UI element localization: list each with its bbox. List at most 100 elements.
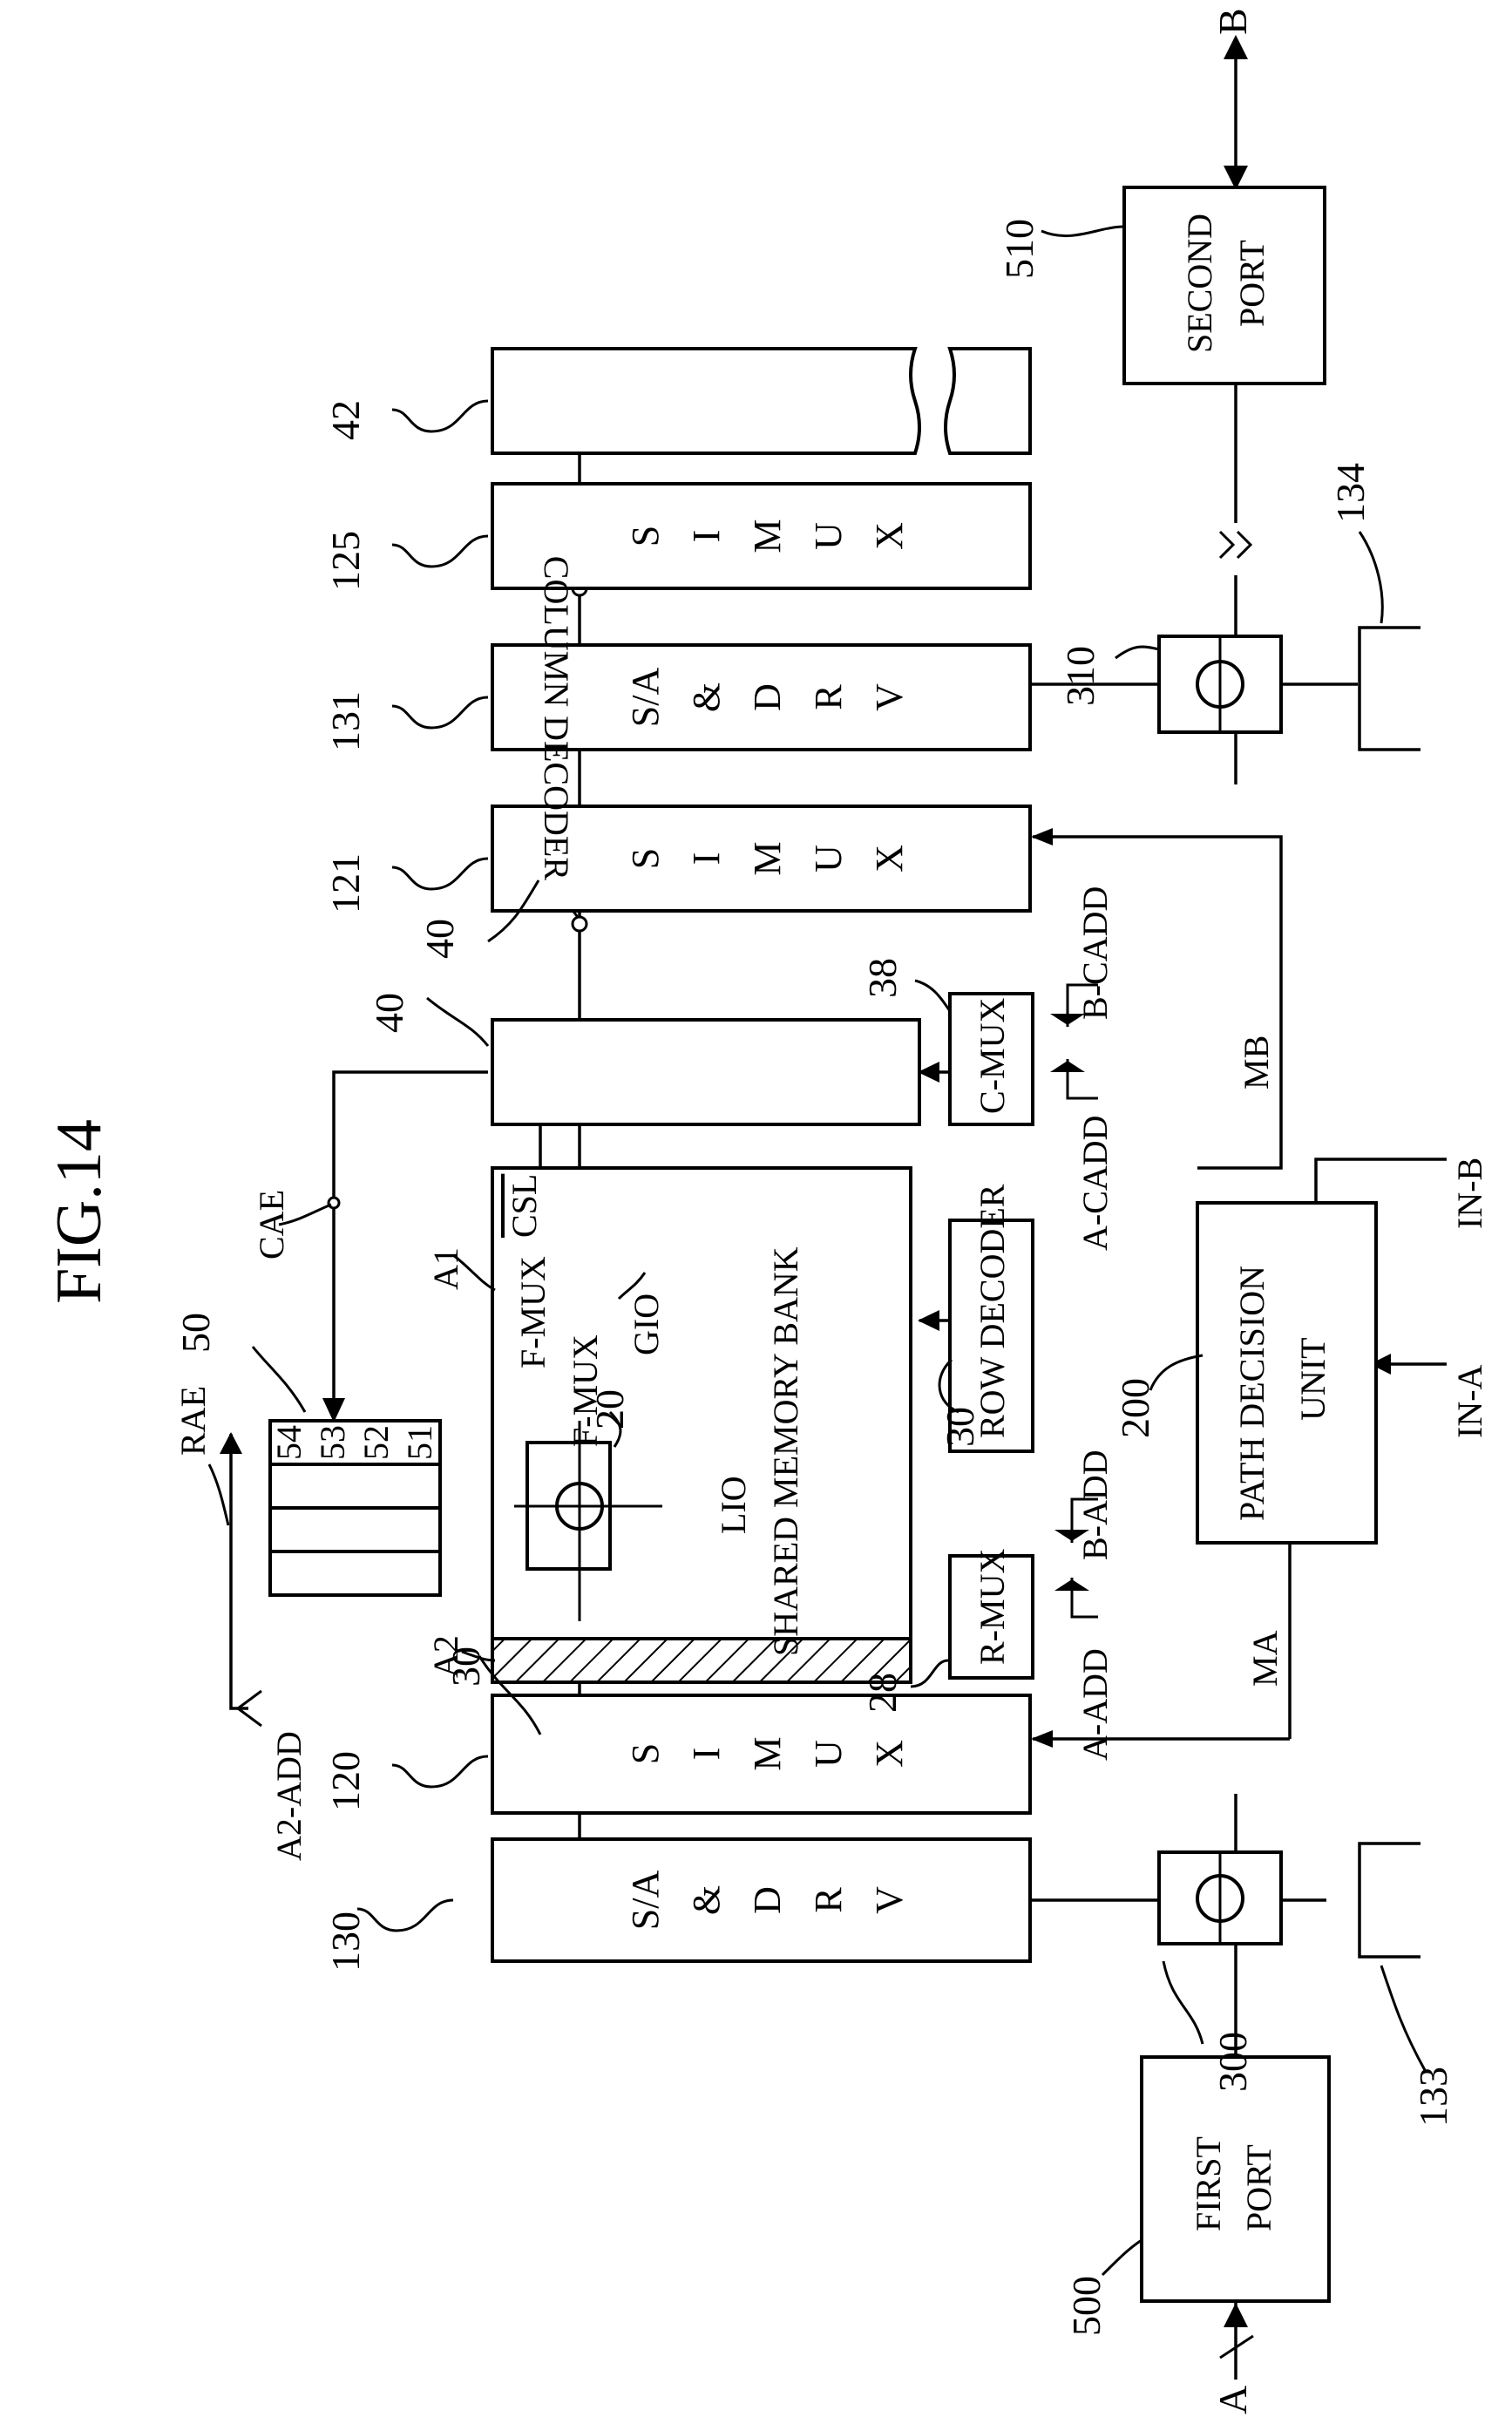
ref-40-b: 40 [417, 919, 462, 959]
svg-text:U: U [807, 845, 850, 873]
svg-text:M: M [746, 1736, 789, 1770]
rowdec-to-bank-arrow [918, 1310, 939, 1331]
bank-csl: CSL [505, 1174, 544, 1238]
leader-131 [392, 697, 488, 728]
shared-memory-bank [492, 1168, 911, 1682]
rae-wire [231, 1434, 248, 1708]
r-mux-label: R-MUX [973, 1549, 1012, 1665]
label-a1: A1 [426, 1247, 465, 1290]
a-add-arrow [1054, 1579, 1089, 1591]
ref-133: 133 [1411, 2067, 1455, 2127]
label-a2-add: A2-ADD [269, 1731, 309, 1861]
return-bracket-133 [1359, 1843, 1420, 1957]
register-cell-54: 54 [269, 1425, 309, 1460]
bus-b-arrow-up [1224, 35, 1248, 59]
column-decoder [492, 1020, 919, 1124]
cae-wire [334, 1072, 488, 1412]
leader-510 [1041, 227, 1124, 236]
bank-fmux-a: F-MUX [513, 1256, 553, 1368]
cae-arrow [322, 1398, 345, 1422]
cae-node [329, 1198, 339, 1208]
label-port-a: A [1210, 2386, 1255, 2414]
label-in-b: IN-B [1450, 1158, 1489, 1229]
label-b-cadd: B-CADD [1075, 886, 1115, 1020]
svg-text:M: M [746, 841, 789, 875]
svg-text:S: S [624, 526, 667, 547]
label-cae: CAE [252, 1190, 291, 1260]
svg-text:U: U [807, 522, 850, 550]
label-ma: MA [1245, 1630, 1285, 1687]
ref-125: 125 [323, 531, 368, 591]
first-port-label-1: FIRST [1189, 2136, 1228, 2231]
leader-42 [392, 401, 488, 431]
leader-38 [915, 981, 950, 1011]
block-42 [492, 349, 919, 453]
svg-text:S/A: S/A [624, 668, 667, 728]
svg-text:D: D [746, 1886, 789, 1914]
hatched-area-a2 [492, 1639, 911, 1682]
svg-text:S: S [624, 848, 667, 869]
leader-40a [427, 998, 488, 1046]
svg-text:V: V [868, 1886, 911, 1914]
bank-fmux-b: F-MUX [566, 1334, 605, 1447]
ref-134: 134 [1328, 463, 1373, 523]
c-mux-label: C-MUX [973, 998, 1012, 1114]
second-port-label-2: PORT [1232, 240, 1271, 327]
svg-text:R: R [807, 684, 850, 710]
leader-rae [209, 1464, 228, 1525]
ref-120: 120 [323, 1751, 368, 1811]
second-port-label-1: SECOND [1180, 214, 1219, 353]
first-port-label-2: PORT [1239, 2144, 1278, 2231]
ref-510: 510 [997, 219, 1041, 279]
label-b-add: B-ADD [1075, 1450, 1115, 1560]
label-a2: A2 [426, 1635, 465, 1678]
figure-title: FIG.14 [44, 1119, 115, 1304]
leader-310 [1115, 647, 1159, 658]
path-decision-label-1: PATH DECISION [1232, 1266, 1271, 1521]
row-decoder-label: ROW DECODER [973, 1184, 1012, 1438]
mb-line [1033, 837, 1281, 1168]
ref-38: 38 [860, 958, 905, 998]
mb-arrow [1031, 828, 1053, 845]
ref-121: 121 [323, 853, 368, 913]
svg-text:I: I [685, 1748, 728, 1761]
ref-200: 200 [1113, 1378, 1157, 1438]
leader-134 [1359, 532, 1382, 623]
leader-500 [1102, 2240, 1142, 2275]
path-decision-label-2: UNIT [1293, 1337, 1332, 1421]
bank-gio: GIO [627, 1293, 666, 1355]
path-decision-unit [1197, 1203, 1376, 1543]
label-a-add: A-ADD [1075, 1648, 1115, 1761]
svg-text:&: & [685, 682, 728, 712]
ref-40-a: 40 [367, 993, 411, 1033]
label-rae: RAE [173, 1386, 213, 1456]
second-port [1124, 187, 1325, 384]
leader-125 [392, 536, 488, 567]
svg-text:S/A: S/A [624, 1871, 667, 1931]
svg-text:&: & [685, 1885, 728, 1915]
ref-300: 300 [1210, 2032, 1255, 2092]
svg-text:X: X [868, 1740, 911, 1768]
leader-28 [911, 1660, 948, 1687]
column-decoder-label: COLUMN DECODER [537, 556, 576, 881]
svg-text:I: I [685, 852, 728, 866]
bank-lio: LIO [714, 1476, 753, 1534]
leader-50 [253, 1347, 305, 1412]
ref-500: 500 [1064, 2276, 1109, 2336]
ref-310: 310 [1058, 646, 1102, 706]
svg-text:R: R [807, 1887, 850, 1913]
label-in-a: IN-A [1450, 1364, 1489, 1438]
leader-133 [1381, 1966, 1425, 2070]
svg-text:X: X [868, 845, 911, 873]
label-port-b: B [1210, 8, 1255, 35]
first-port [1142, 2057, 1329, 2301]
svg-text:D: D [746, 683, 789, 711]
line-break-mark [1220, 532, 1251, 558]
svg-text:M: M [746, 519, 789, 553]
block-42-stub [946, 349, 1030, 453]
leader-300 [1163, 1961, 1203, 2044]
a-cadd-arrow [1050, 1061, 1085, 1072]
svg-text:U: U [807, 1740, 850, 1768]
leader-200 [1150, 1355, 1203, 1390]
register-cell-51: 51 [400, 1425, 439, 1460]
